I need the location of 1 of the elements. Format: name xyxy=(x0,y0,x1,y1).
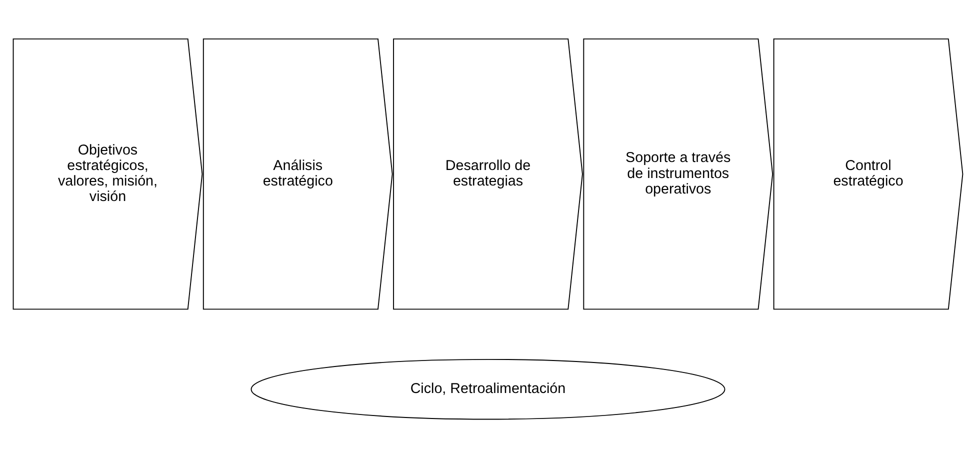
node-ellipse: Ciclo, Retroalimentación xyxy=(250,358,726,420)
